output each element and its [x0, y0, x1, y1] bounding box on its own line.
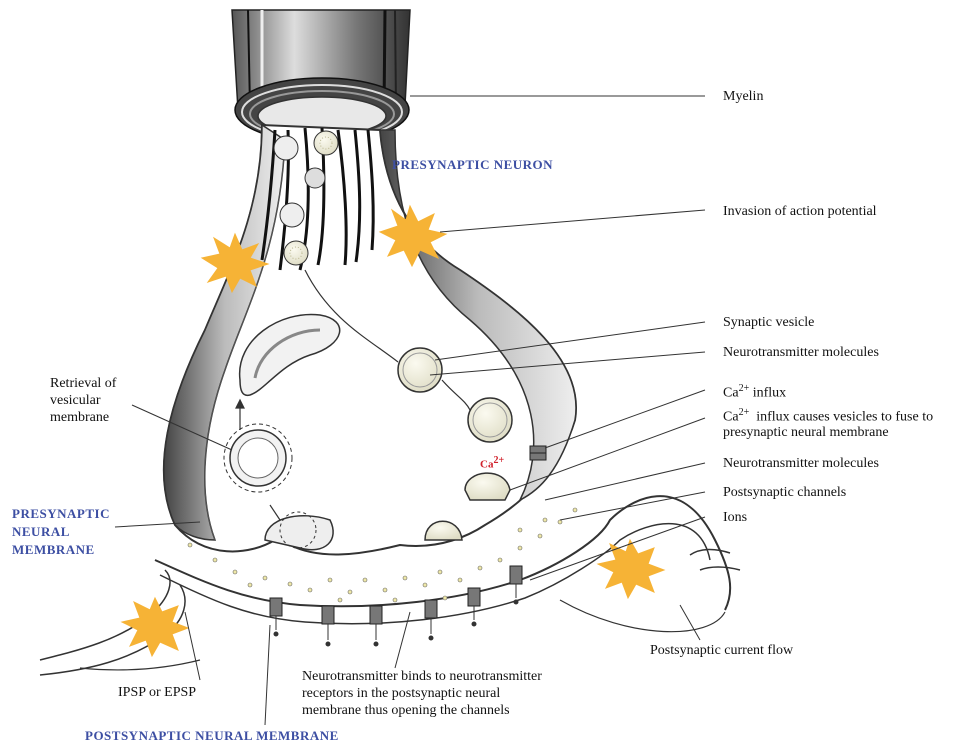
label-myelin: Myelin: [723, 88, 763, 105]
label-presynaptic-neuron: PRESYNAPTIC NEURON: [392, 156, 553, 173]
label-ca-inline: Ca2+: [480, 452, 504, 474]
ion-arrows: [274, 584, 518, 646]
calcium-channel: [530, 446, 546, 460]
label-ca-fuse-2: presynaptic neural membrane: [723, 424, 889, 441]
label-postsyn-membrane: POSTSYNAPTIC NEURAL MEMBRANE: [85, 727, 339, 744]
label-retrieval-2: vesicular: [50, 392, 101, 409]
label-ipsp-epsp: IPSP or EPSP: [118, 684, 196, 701]
label-nt-molecules-2: Neurotransmitter molecules: [723, 455, 879, 472]
postsynaptic-channels: [270, 566, 522, 624]
label-invasion: Invasion of action potential: [723, 203, 877, 220]
label-nt-molecules-1: Neurotransmitter molecules: [723, 344, 879, 361]
myelin-sheath: [232, 10, 410, 142]
label-presyn-membrane-2: NEURAL: [12, 523, 70, 540]
label-presyn-membrane-1: PRESYNAPTIC: [12, 505, 110, 522]
label-nt-binds-1: Neurotransmitter binds to neurotransmitt…: [302, 668, 542, 685]
label-ions: Ions: [723, 509, 747, 526]
label-nt-binds-3: membrane thus opening the channels: [302, 702, 510, 719]
label-ca-influx: Ca2+ influx: [723, 380, 786, 402]
label-synaptic-vesicle: Synaptic vesicle: [723, 314, 814, 331]
label-presyn-membrane-3: MEMBRANE: [12, 541, 95, 558]
presynaptic-terminal: [164, 125, 576, 554]
label-postsynaptic-channels: Postsynaptic channels: [723, 484, 846, 501]
label-retrieval-3: membrane: [50, 409, 109, 426]
label-postsynaptic-current: Postsynaptic current flow: [650, 642, 793, 659]
label-ca-fuse: Ca2+ influx causes vesicles to fuse to: [723, 404, 933, 426]
label-nt-binds-2: receptors in the postsynaptic neural: [302, 685, 500, 702]
label-retrieval-1: Retrieval of: [50, 375, 116, 392]
